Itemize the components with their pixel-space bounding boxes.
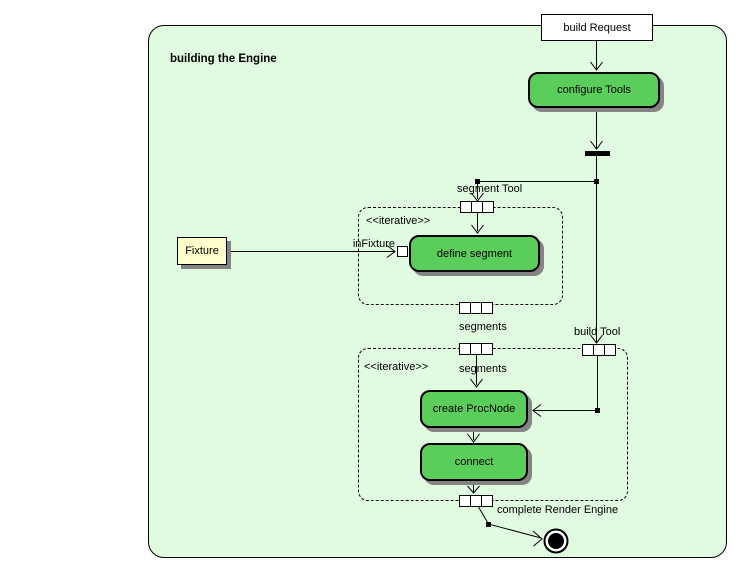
pin-cell [460,303,470,313]
stereotype-iterative-1: <<iterative>> [366,215,431,227]
pin-cell [481,303,492,313]
pin-cell [583,345,593,355]
pin-segments-out[interactable] [459,302,493,314]
label-build-tool: build Tool [574,326,621,338]
fork-bar[interactable] [585,151,610,156]
pin-in-fixture[interactable] [397,246,408,257]
label-segments-in: segments [459,363,507,375]
node-configure-tools[interactable]: configure Tools [528,72,660,108]
label-segments-out: segments [459,321,507,333]
stereotype-iterative-2: <<iterative>> [364,361,429,373]
pin-cell [460,344,470,354]
pin-cell [482,202,493,212]
node-define-segment[interactable]: define segment [409,235,540,272]
pin-segments-in[interactable] [459,343,493,355]
pin-cell [470,344,481,354]
pin-cell [481,344,492,354]
pin-cell [470,496,481,506]
node-connect[interactable]: connect [420,443,528,481]
edges [227,41,603,547]
pin-cell [481,496,492,506]
label-complete-render-engine: complete Render Engine [497,504,619,516]
pin-cell [470,303,481,313]
pin-build-tool[interactable] [582,344,616,356]
node-build-request[interactable]: build Request [541,14,653,41]
pin-cell [460,496,470,506]
pin-segment-tool[interactable] [460,201,494,213]
pin-cell [593,345,604,355]
label-segment-tool: segment Tool [457,183,523,195]
node-fixture[interactable]: Fixture [177,237,227,265]
label-in-fixture: inFixture [352,238,395,250]
pin-cell [604,345,615,355]
pin-cell [471,202,482,212]
pin-cell [461,202,471,212]
final-node[interactable] [543,528,569,554]
frame-title: building the Engine [170,53,277,65]
node-create-procnode[interactable]: create ProcNode [420,390,528,428]
iterative-region-build[interactable] [358,348,628,501]
pin-complete-render-engine[interactable] [459,495,493,507]
